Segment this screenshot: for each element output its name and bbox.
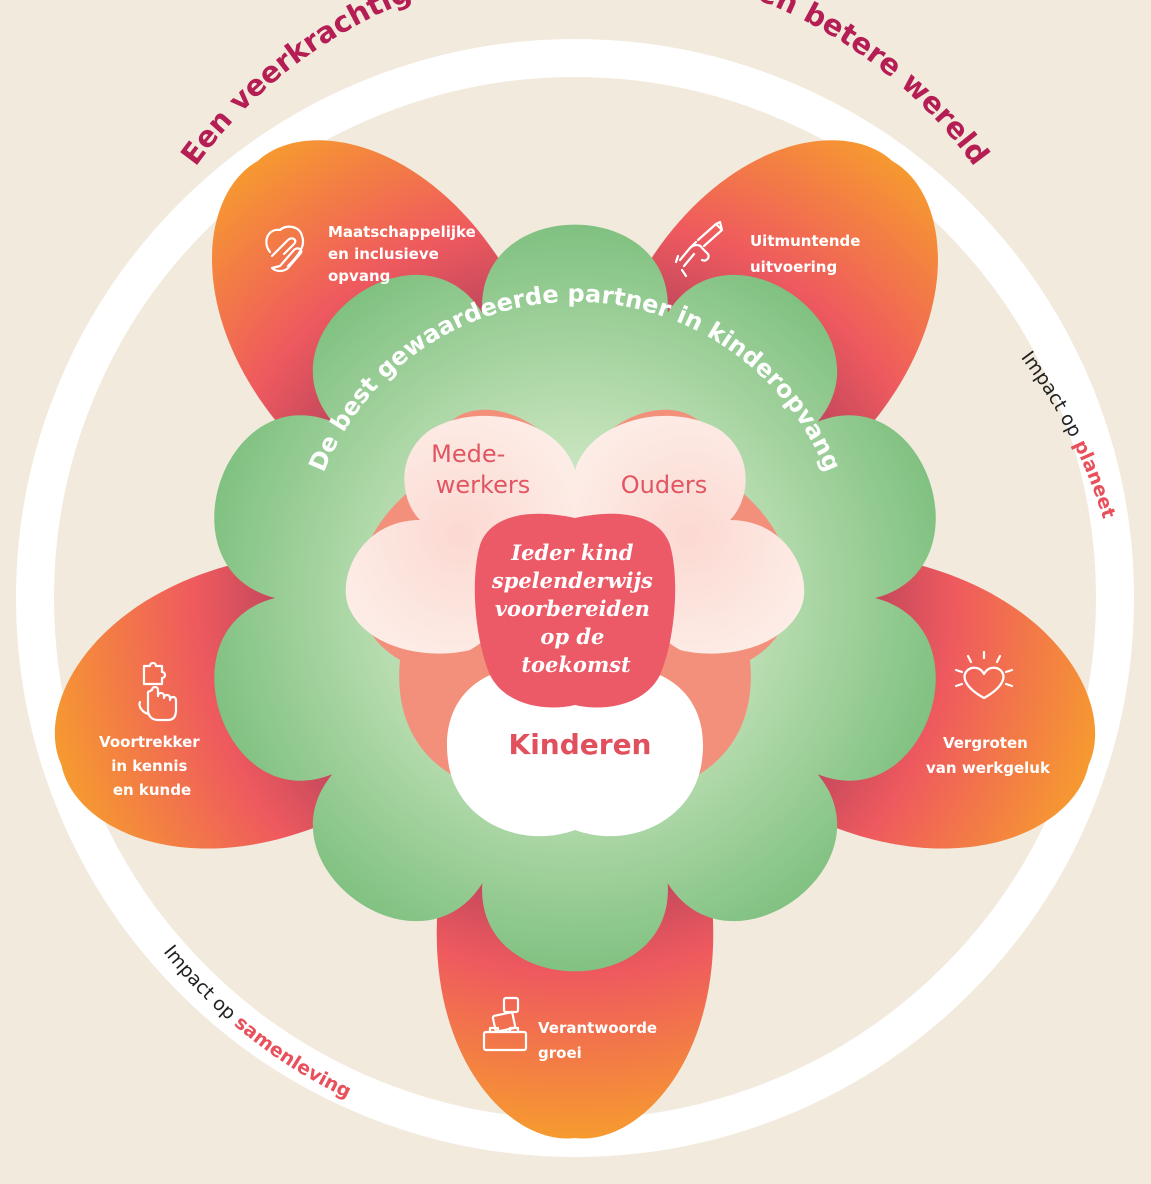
hand-pencil-icon: [674, 220, 724, 278]
employees-label: Mede- werkers: [431, 440, 530, 499]
petal-label-work-happiness: Vergroten van werkgeluk: [926, 734, 1051, 777]
hands-heart-icon: [265, 225, 305, 273]
petal-label-inclusive-care: Maatschappelijke en inclusieve opvang: [328, 223, 481, 285]
core-statement: Ieder kind spelenderwijs voorbereiden op…: [491, 540, 660, 677]
children-label: Kinderen: [509, 728, 652, 761]
petal-label-excellent-execution: Uitmuntende uitvoering: [750, 232, 866, 276]
heart-children: [446, 667, 704, 837]
hand-puzzle-icon: [138, 661, 178, 722]
heart-shine-icon: [954, 650, 1014, 700]
core-shape: [474, 513, 676, 708]
parents-label: Ouders: [621, 471, 707, 499]
building-blocks-icon: [482, 996, 528, 1052]
petal-label-knowledge-pioneer: Voortrekker in kennis en kunde: [99, 733, 205, 799]
petal-label-responsible-growth: Verantwoorde groei: [538, 1019, 662, 1062]
heart-group: [345, 409, 805, 837]
